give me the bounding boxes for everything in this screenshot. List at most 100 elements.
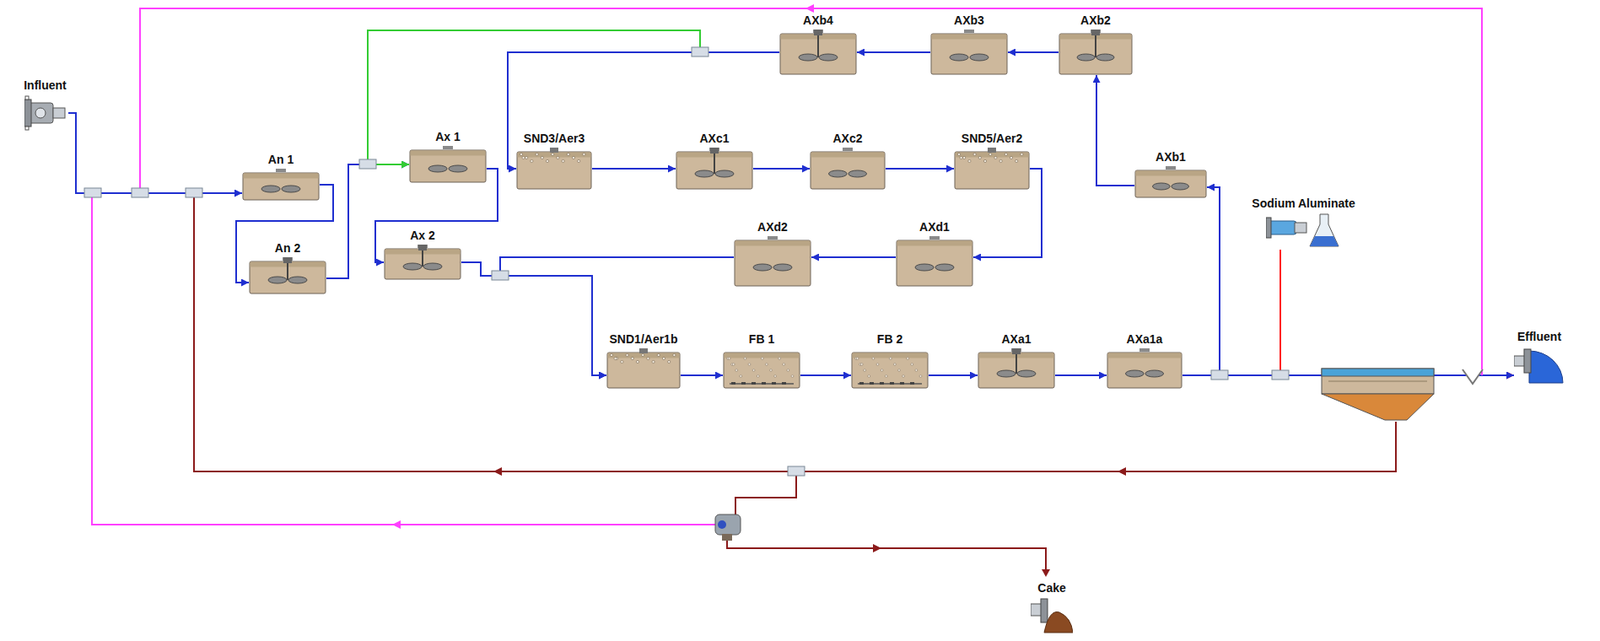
tank-unit: An 2 (248, 240, 327, 295)
flow-pipe (856, 51, 931, 54)
dewatering-unit (715, 514, 741, 541)
flow-pipe (1007, 51, 1059, 54)
unit-label: AXd2 (733, 219, 812, 235)
unit-label: AXb3 (930, 12, 1008, 28)
unit-icon (722, 348, 801, 389)
unit-icon (383, 244, 462, 281)
unit-icon (733, 236, 812, 287)
unit-icon (248, 257, 327, 295)
flow-pipe (811, 256, 896, 259)
unit-icon (1134, 166, 1207, 199)
flow-pipe (1182, 187, 1220, 376)
unit-label: AXb4 (779, 12, 857, 28)
unit-icon (1106, 348, 1183, 389)
flow-pipe (461, 262, 607, 376)
unit-label: Cake (1030, 580, 1073, 596)
unit-label: Influent (21, 77, 69, 93)
unit-icon (779, 29, 857, 76)
flow-pipe (800, 374, 852, 377)
flow-pipe (1096, 75, 1135, 186)
tank-unit: AXd1 (895, 219, 974, 287)
unit-label: Effluent (1513, 328, 1565, 345)
unit-icon (242, 168, 320, 201)
flow-pipe (753, 167, 810, 170)
unit-label: Ax 1 (409, 129, 487, 145)
unit-label: AXa1 (977, 331, 1056, 347)
unit-label: An 2 (248, 240, 327, 256)
unit-label: FB 2 (851, 331, 929, 347)
unit-icon (851, 348, 929, 389)
unit-label: SND5/Aer2 (953, 130, 1030, 146)
cake-outlet: Cake (1030, 580, 1073, 635)
effluent-splitter (1462, 369, 1483, 384)
unit-label: Ax 2 (383, 227, 462, 243)
unit-icon (930, 29, 1008, 76)
ras-line (193, 193, 1396, 472)
unit-icon (1265, 212, 1342, 250)
tank-unit: AXb4 (779, 12, 857, 76)
unit-icon (606, 348, 681, 389)
flow-pipe (1280, 249, 1514, 376)
flow-pipe (1055, 374, 1107, 377)
tank-unit: SND5/Aer2 (953, 130, 1030, 190)
unit-label: AXc2 (809, 130, 886, 146)
tank-unit: FB 2 (851, 331, 929, 389)
unit-label: Sodium Aluminate (1249, 195, 1358, 211)
unit-icon (1030, 597, 1073, 635)
flow-pipe (68, 113, 243, 194)
flow-pipe (592, 167, 676, 170)
unit-icon (977, 348, 1056, 389)
cake-line (727, 539, 1046, 576)
tank-unit: AXa1a (1106, 331, 1183, 389)
flow-pipe (500, 257, 734, 376)
effluent-sink: Effluent (1513, 328, 1565, 385)
flow-pipe (680, 374, 723, 377)
flow-pipe (507, 52, 780, 169)
tank-unit: AXd2 (733, 219, 812, 287)
unit-label: SND1/Aer1b (606, 331, 681, 347)
unit-label: AXa1a (1106, 331, 1183, 347)
unit-icon (409, 145, 487, 184)
tank-unit: FB 1 (722, 331, 801, 389)
splitter-symbols (84, 47, 1289, 476)
unit-label: AXb2 (1058, 12, 1133, 28)
tank-unit: AXc1 (675, 130, 754, 190)
tank-unit: AXb3 (930, 12, 1008, 76)
flow-arrows (392, 4, 1126, 577)
unit-icon (809, 147, 886, 190)
flow-pipe (375, 168, 498, 263)
flow-pipe (928, 374, 978, 377)
chemical-dosing: Sodium Aluminate (1249, 195, 1358, 250)
unit-label: SND3/Aer3 (516, 130, 593, 146)
unit-icon (895, 236, 974, 287)
flow-pipe (885, 167, 954, 170)
tank-unit: Ax 2 (383, 227, 462, 281)
unit-label: AXb1 (1134, 149, 1207, 165)
unit-icon (24, 94, 67, 132)
tank-unit: AXb2 (1058, 12, 1133, 76)
unit-icon (516, 147, 593, 190)
unit-icon (1058, 29, 1133, 76)
unit-icon (1513, 345, 1565, 385)
was-line (735, 471, 797, 515)
clarifier-symbol (1321, 368, 1434, 421)
effluent-recycle-line (140, 8, 1482, 376)
unit-label: AXc1 (675, 130, 754, 146)
tank-unit: SND3/Aer3 (516, 130, 593, 190)
unit-icon (953, 147, 1030, 190)
tank-unit: SND1/Aer1b (606, 331, 681, 389)
tank-unit: AXa1 (977, 331, 1056, 389)
unit-label: An 1 (242, 151, 320, 168)
tank-unit: Ax 1 (409, 129, 487, 184)
tank-unit: AXb1 (1134, 149, 1207, 199)
tank-unit: AXc2 (809, 130, 886, 190)
unit-label: AXd1 (895, 219, 974, 235)
influent-source: Influent (21, 77, 69, 132)
flow-pipe (367, 30, 780, 165)
unit-label: FB 1 (722, 331, 801, 347)
unit-icon (675, 147, 754, 190)
filtrate-line (91, 193, 716, 525)
